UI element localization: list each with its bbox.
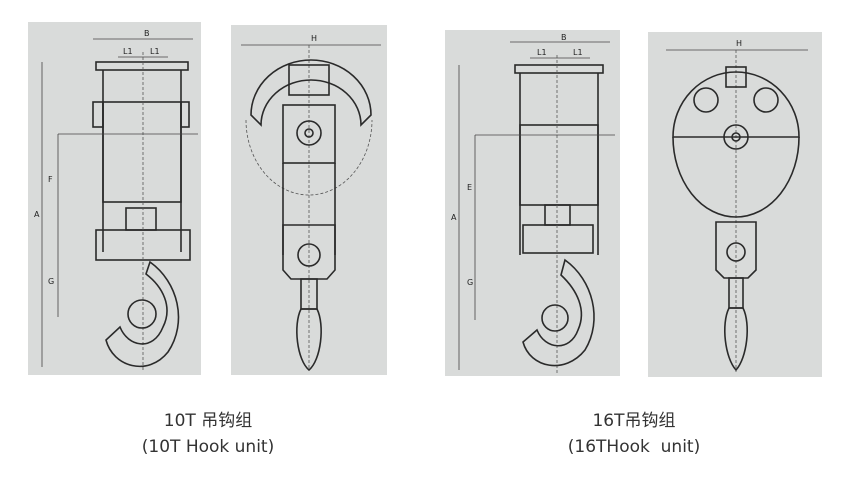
label-f: F <box>48 175 53 184</box>
label-l1-right: L1 <box>573 48 583 57</box>
caption-10t-cn: 10T 吊钩组 <box>163 411 253 431</box>
label-b: B <box>144 29 150 38</box>
caption-16t-cn: 16T吊钩组 <box>592 411 676 431</box>
label-g: G <box>48 277 54 286</box>
label-b: B <box>561 33 567 42</box>
label-g: G <box>467 278 473 287</box>
caption-10t: 10T 吊钩组 (10T Hook unit) <box>108 408 308 460</box>
hook-16t-front-drawing: H <box>648 32 822 377</box>
hook-16t-side-drawing: B L1 L1 A E G <box>445 30 620 376</box>
label-l1-right: L1 <box>150 47 160 56</box>
hook-10t-side-drawing: B L1 L1 A F G <box>28 22 201 375</box>
label-a: A <box>34 210 40 219</box>
label-l1-left: L1 <box>123 47 133 56</box>
caption-16t-en: (16THook unit) <box>567 437 701 457</box>
caption-10t-en: (10T Hook unit) <box>141 437 275 457</box>
caption-16t: 16T吊钩组 (16THook unit) <box>534 408 734 460</box>
label-e: E <box>467 183 472 192</box>
label-a: A <box>451 213 457 222</box>
hook-10t-front-drawing: H <box>231 25 387 375</box>
label-l1-left: L1 <box>537 48 547 57</box>
label-h: H <box>736 39 742 48</box>
label-h: H <box>311 34 317 43</box>
